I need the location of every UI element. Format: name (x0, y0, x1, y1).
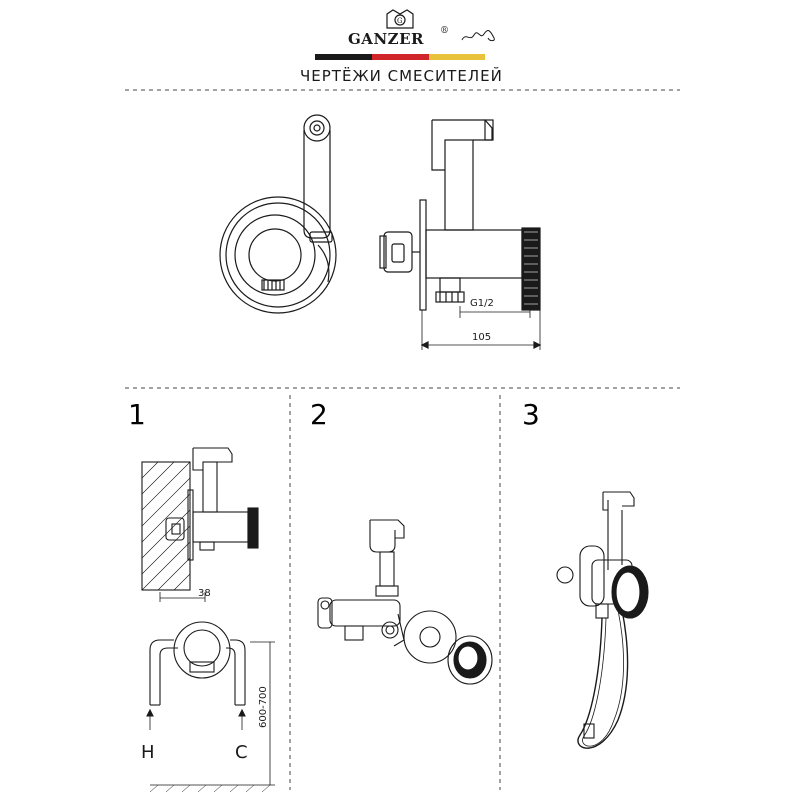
brand-logo-crest: G (383, 8, 417, 30)
front-view-drawing (219, 114, 337, 314)
thread-dimension-label: G1/2 (470, 298, 494, 309)
crest-icon: G (386, 9, 414, 29)
flag-stripe-red (372, 54, 429, 60)
page-subtitle: ЧЕРТЁЖИ СМЕСИТЕЛЕЙ (300, 67, 503, 85)
step-3-number: 3 (522, 398, 540, 431)
step-2-number: 2 (310, 398, 328, 431)
hot-water-label: H (141, 742, 155, 763)
brand-name: GANZER (348, 30, 425, 48)
registered-mark: ® (440, 26, 449, 36)
flag-stripe-gold (429, 54, 485, 60)
cold-water-label: C (235, 742, 248, 763)
flag-stripe (315, 54, 485, 60)
svg-text:G: G (397, 17, 403, 25)
side-view-drawing (379, 119, 542, 350)
flag-stripe-black (315, 54, 372, 60)
step-3-drawing (556, 491, 649, 749)
signature-icon (460, 26, 500, 46)
step-2-drawing (317, 519, 493, 685)
depth-dimension-label: 105 (472, 332, 491, 343)
wall-depth-dimension-label: 38 (198, 588, 211, 599)
step-1-number: 1 (128, 398, 146, 431)
step-1-drawing (141, 447, 275, 793)
mount-height-dimension-label: 600-700 (258, 686, 269, 728)
